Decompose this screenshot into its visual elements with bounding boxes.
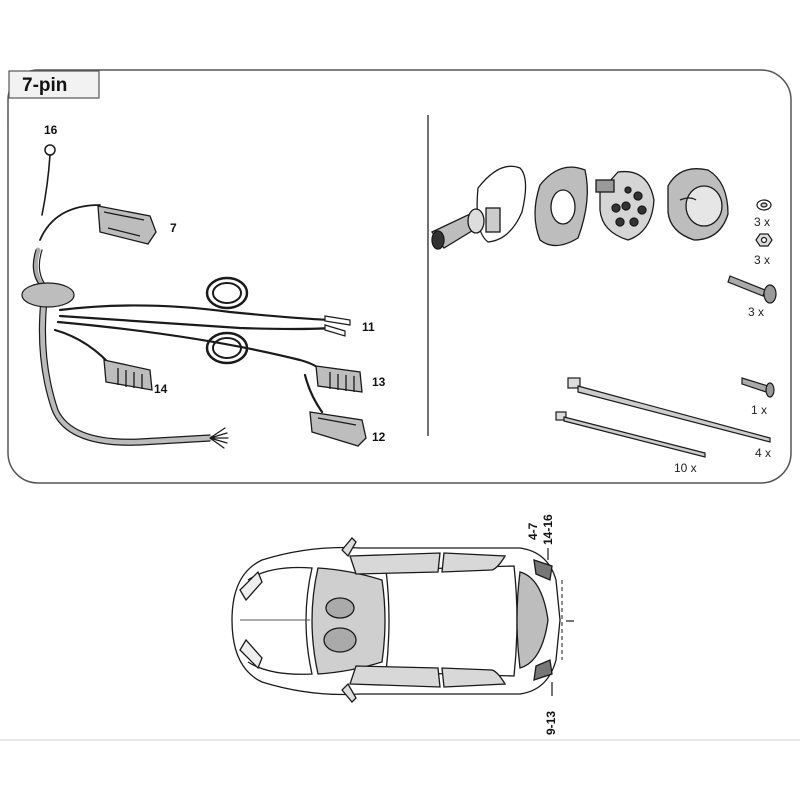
label-11: 11 — [362, 320, 375, 334]
connector-7 — [97, 205, 157, 245]
parts-frame — [7, 69, 792, 484]
car-label-9-13: 9-13 — [544, 711, 558, 735]
title-box — [8, 70, 100, 99]
ring-terminal — [44, 144, 56, 156]
page-title: 7-pin — [22, 75, 67, 96]
long-tie-qty: 4 x — [755, 446, 771, 460]
connector-12 — [309, 411, 367, 447]
screw — [741, 377, 769, 393]
hardware — [555, 199, 777, 458]
nut-qty: 3 x — [754, 253, 770, 267]
short-tie-qty: 10 x — [674, 461, 697, 475]
socket-parts — [431, 165, 729, 250]
long-cable-tie-head — [567, 377, 581, 389]
bolt-qty: 3 x — [748, 305, 764, 319]
connector-14 — [103, 359, 153, 391]
long-cable-tie — [577, 385, 771, 443]
short-cable-tie-head — [555, 411, 567, 421]
short-cable-tie — [563, 416, 706, 458]
car-label-4-7: 4-7 — [526, 522, 540, 540]
label-16: 16 — [44, 123, 58, 137]
car-top-view — [231, 537, 561, 703]
bolt — [727, 275, 766, 297]
washer-qty: 3 x — [754, 215, 770, 229]
label-14: 14 — [154, 382, 168, 396]
connector-13 — [315, 365, 363, 393]
label-12: 12 — [372, 430, 386, 444]
wiring-harness — [32, 144, 334, 449]
label-13: 13 — [372, 375, 386, 389]
label-7: 7 — [170, 221, 177, 235]
grommet — [21, 282, 75, 308]
bullet-terminals — [324, 315, 351, 337]
screw-qty: 1 x — [751, 403, 767, 417]
car-label-14-16: 14-16 — [541, 514, 555, 545]
